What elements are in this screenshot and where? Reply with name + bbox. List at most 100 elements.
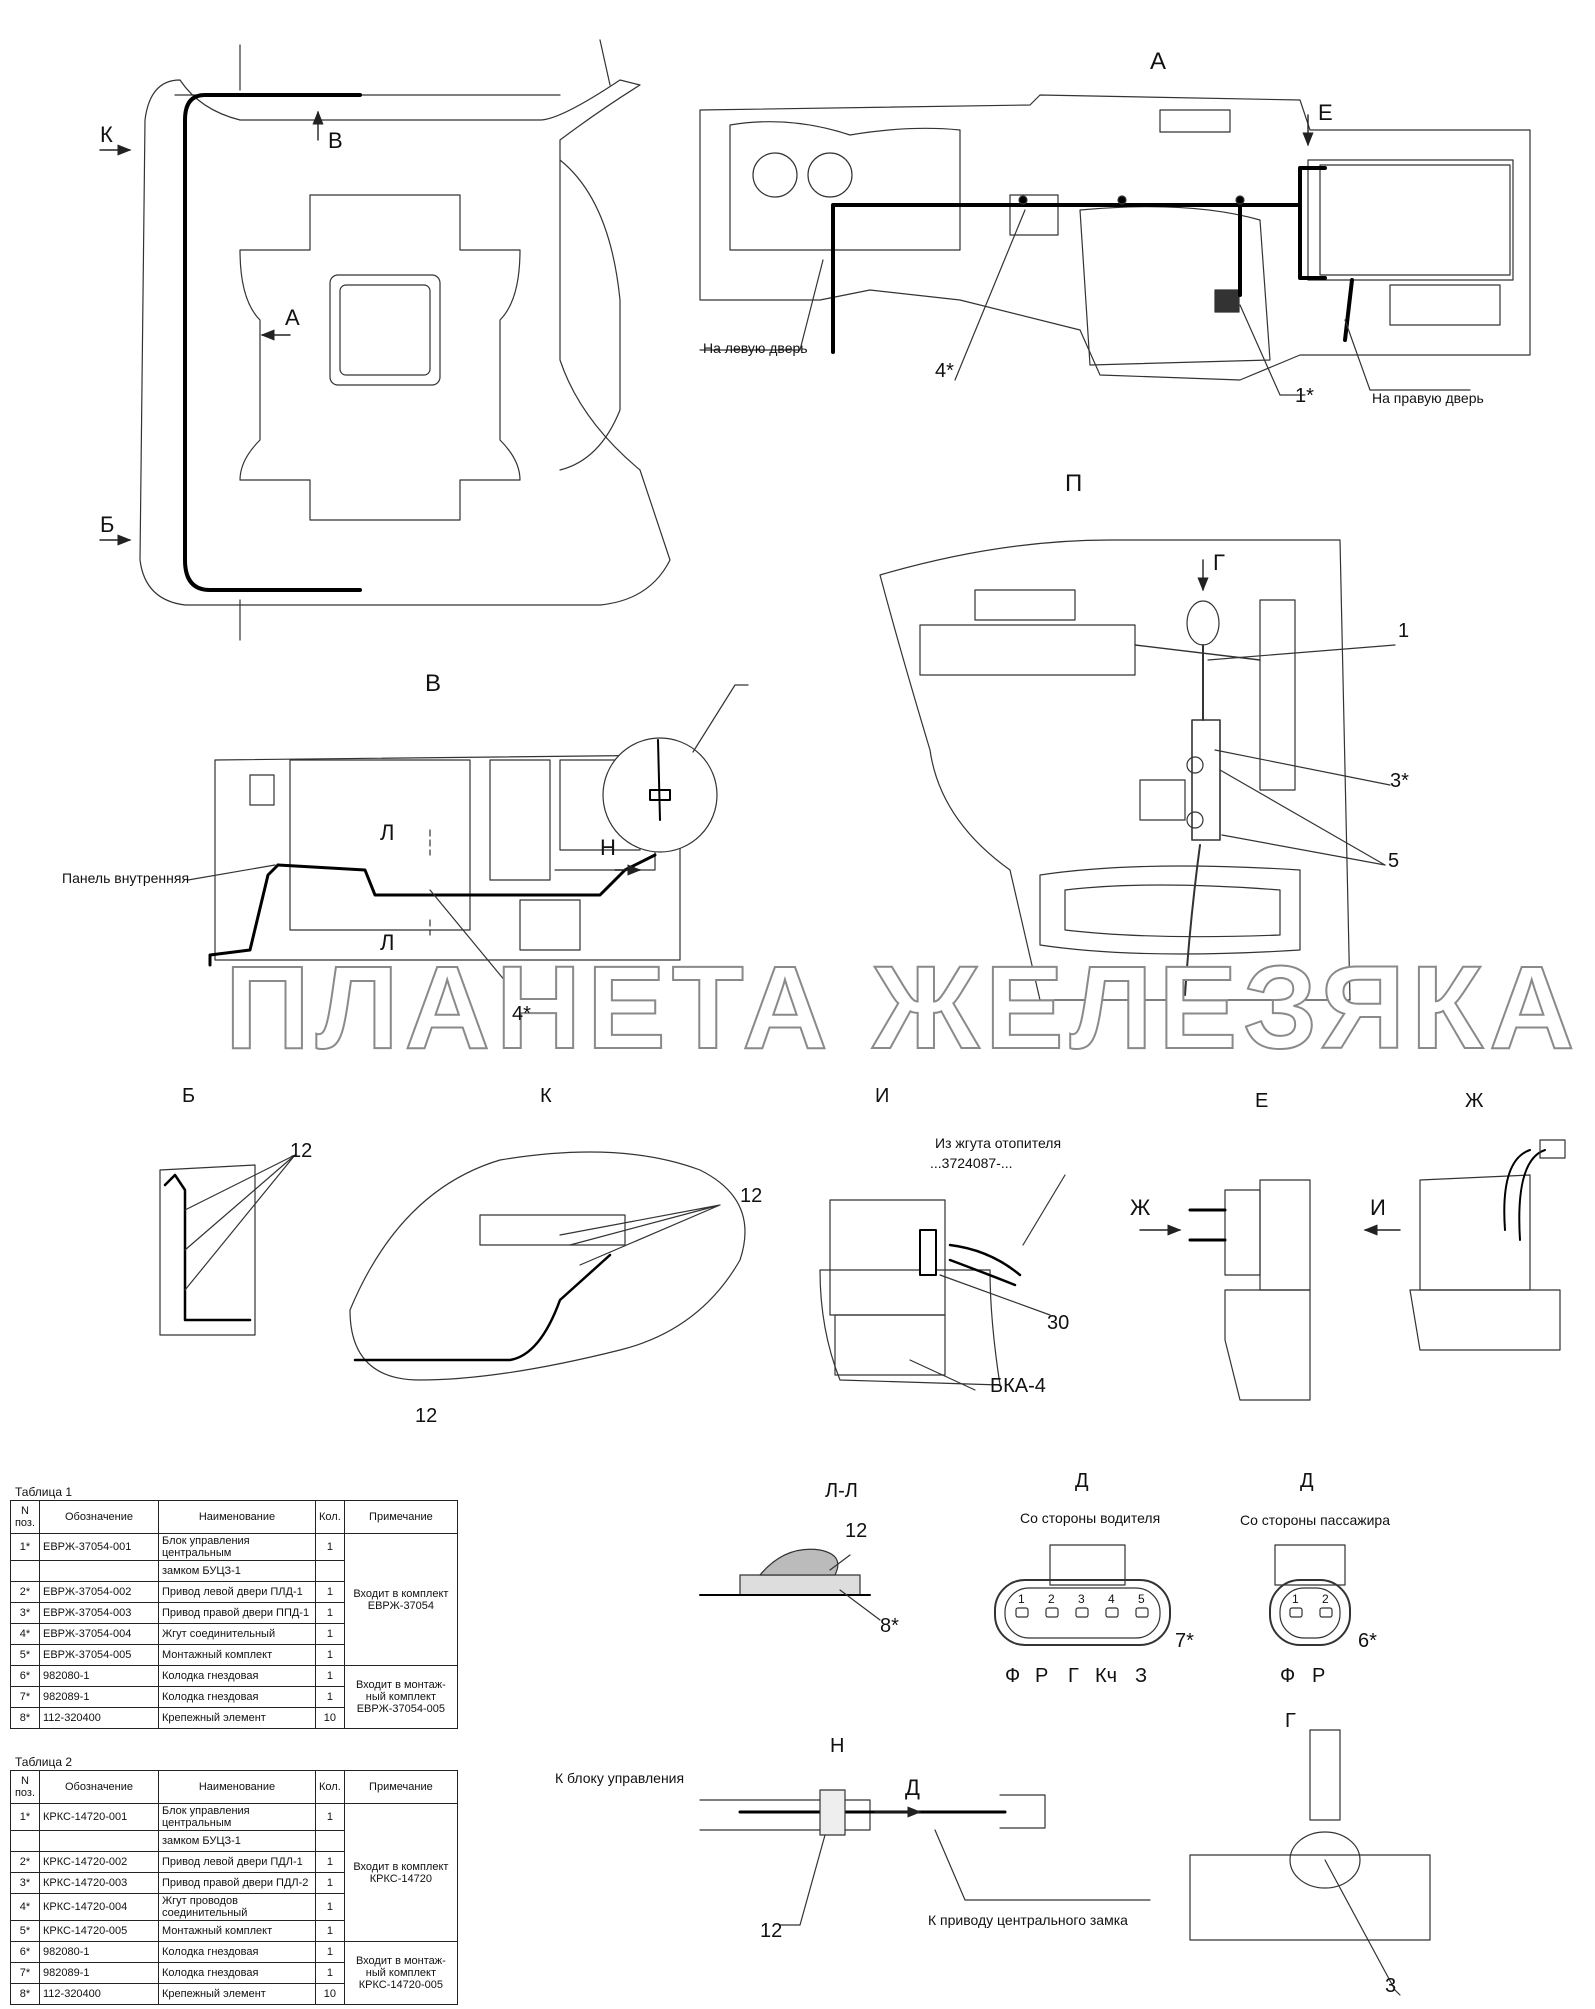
pos-12-k-bottom: 12 [415, 1405, 438, 1427]
table1-caption: Таблица 1 [15, 1485, 73, 1499]
table-cell-code: 982089-1 [39, 1962, 159, 1984]
door-view-p [879, 539, 1396, 1001]
pos-6s: 6* [1358, 1630, 1377, 1652]
table1-h-qty: Кол. [315, 1500, 345, 1534]
view-arrows [99, 110, 1401, 1818]
table-cell-code [39, 1830, 159, 1852]
view-title-k: К [540, 1085, 552, 1107]
callout-to-lock-drive: К приводу центрального замка [928, 1912, 1128, 1928]
table-cell-qty: 1 [315, 1941, 345, 1963]
arrow-label-b: Б [100, 512, 115, 537]
pos-12-b: 12 [290, 1140, 313, 1162]
table-cell-code: ЕВРЖ-37054-003 [39, 1602, 159, 1624]
dashboard-view-a [699, 94, 1531, 396]
arrow-label-v: В [328, 128, 343, 153]
pin-name-d3: Г [1068, 1665, 1079, 1687]
view-title-i: И [875, 1085, 890, 1107]
pos-4s-door: 4* [512, 1003, 531, 1025]
table-cell-name: Крепежный элемент [158, 1707, 316, 1729]
table1-h-code: Обозначение [39, 1500, 159, 1534]
table-cell-code: ЕВРЖ-37054-004 [39, 1623, 159, 1645]
pos-12-k: 12 [740, 1185, 763, 1207]
arrow-label-d: Д [905, 1775, 920, 1800]
pin-name-p1: Ф [1280, 1665, 1296, 1687]
table-cell-code: КРКС-14720-002 [39, 1851, 159, 1873]
pos-5: 5 [1388, 850, 1400, 872]
pos-12-n: 12 [760, 1920, 783, 1942]
callout-to-control-unit: К блоку управления [555, 1770, 685, 1786]
table-cell-qty: 1 [315, 1581, 345, 1603]
view-title-p: П [1065, 470, 1083, 497]
pin-name-d5: З [1135, 1665, 1148, 1687]
table-cell-name: Жгут проводов соединительный [158, 1893, 316, 1921]
view-title-v: В [425, 670, 442, 697]
pin-num-d3: 3 [1078, 1592, 1085, 1606]
detail-views [159, 1139, 1566, 1401]
table-cell-qty: 1 [315, 1686, 345, 1708]
table2-h-n: N поз. [10, 1770, 40, 1804]
table1-h-name: Наименование [158, 1500, 316, 1534]
pin-name-d1: Ф [1005, 1665, 1021, 1687]
table-cell-code: ЕВРЖ-37054-001 [39, 1533, 159, 1561]
table-cell-code: КРКС-14720-004 [39, 1893, 159, 1921]
table-cell-code: ЕВРЖ-37054-005 [39, 1644, 159, 1666]
arrow-label-a: А [285, 305, 300, 330]
table1: N поз. Обозначение Наименование Кол. При… [10, 1500, 459, 1729]
table-cell-qty: 1 [315, 1644, 345, 1666]
cab-top-view [139, 39, 671, 641]
table-row: замком БУЦЗ-1 [10, 1830, 458, 1852]
table-cell-name: Привод левой двери ПДЛ-1 [158, 1851, 316, 1873]
table-cell-qty: 1 [315, 1803, 345, 1831]
table-cell-qty [315, 1560, 345, 1582]
table-cell-n: 2* [10, 1581, 40, 1603]
table-cell-n: 8* [10, 1983, 40, 2005]
table1-h-n: N поз. [10, 1500, 40, 1534]
table-cell-qty: 1 [315, 1665, 345, 1687]
table-cell-qty [315, 1830, 345, 1852]
table2-caption: Таблица 2 [15, 1755, 73, 1769]
table-row: замком БУЦЗ-1 [10, 1560, 458, 1582]
arrow-label-e: Е [1318, 100, 1333, 125]
pin-num-d4: 4 [1108, 1592, 1115, 1606]
arrow-label-g: Г [1213, 550, 1225, 575]
pin-socket [1319, 1607, 1333, 1618]
table-cell-n: 8* [10, 1707, 40, 1729]
table-cell-n: 6* [10, 1665, 40, 1687]
table-cell-n: 5* [10, 1920, 40, 1942]
table-cell-qty: 1 [315, 1872, 345, 1894]
callout-passenger-side: Со стороны пассажира [1240, 1512, 1390, 1528]
table-cell-name: замком БУЦЗ-1 [158, 1830, 316, 1852]
callout-bka: БКА-4 [990, 1375, 1046, 1397]
view-title-d-passenger: Д [1300, 1470, 1314, 1492]
table-cell-qty: 1 [315, 1962, 345, 1984]
door-inner-view-v [187, 684, 749, 1006]
table2-h-code: Обозначение [39, 1770, 159, 1804]
table-cell-name: Крепежный элемент [158, 1983, 316, 2005]
arrow-label-n: Н [600, 835, 616, 860]
table-cell-name: Блок управления центральным [158, 1533, 316, 1561]
pin-name-p2: Р [1312, 1665, 1326, 1687]
table-cell-code: ЕВРЖ-37054-002 [39, 1581, 159, 1603]
table2-h-qty: Кол. [315, 1770, 345, 1804]
pos-4s-dash: 4* [935, 360, 954, 382]
table-cell-qty: 1 [315, 1623, 345, 1645]
arrow-label-k: К [100, 122, 113, 147]
table-cell-name: Колодка гнездовая [158, 1941, 316, 1963]
callout-left-door: На левую дверь [703, 340, 808, 356]
table-cell-name: Колодка гнездовая [158, 1686, 316, 1708]
pin-num-p1: 1 [1292, 1592, 1299, 1606]
table2: N поз. Обозначение Наименование Кол. При… [10, 1770, 459, 2005]
callout-heater-harness: Из жгута отопителя [935, 1135, 1062, 1151]
pos-3: 3 [1385, 1975, 1397, 1997]
table-cell-n: 4* [10, 1893, 40, 1921]
table-cell-code [39, 1560, 159, 1582]
pin-socket [1045, 1607, 1059, 1618]
